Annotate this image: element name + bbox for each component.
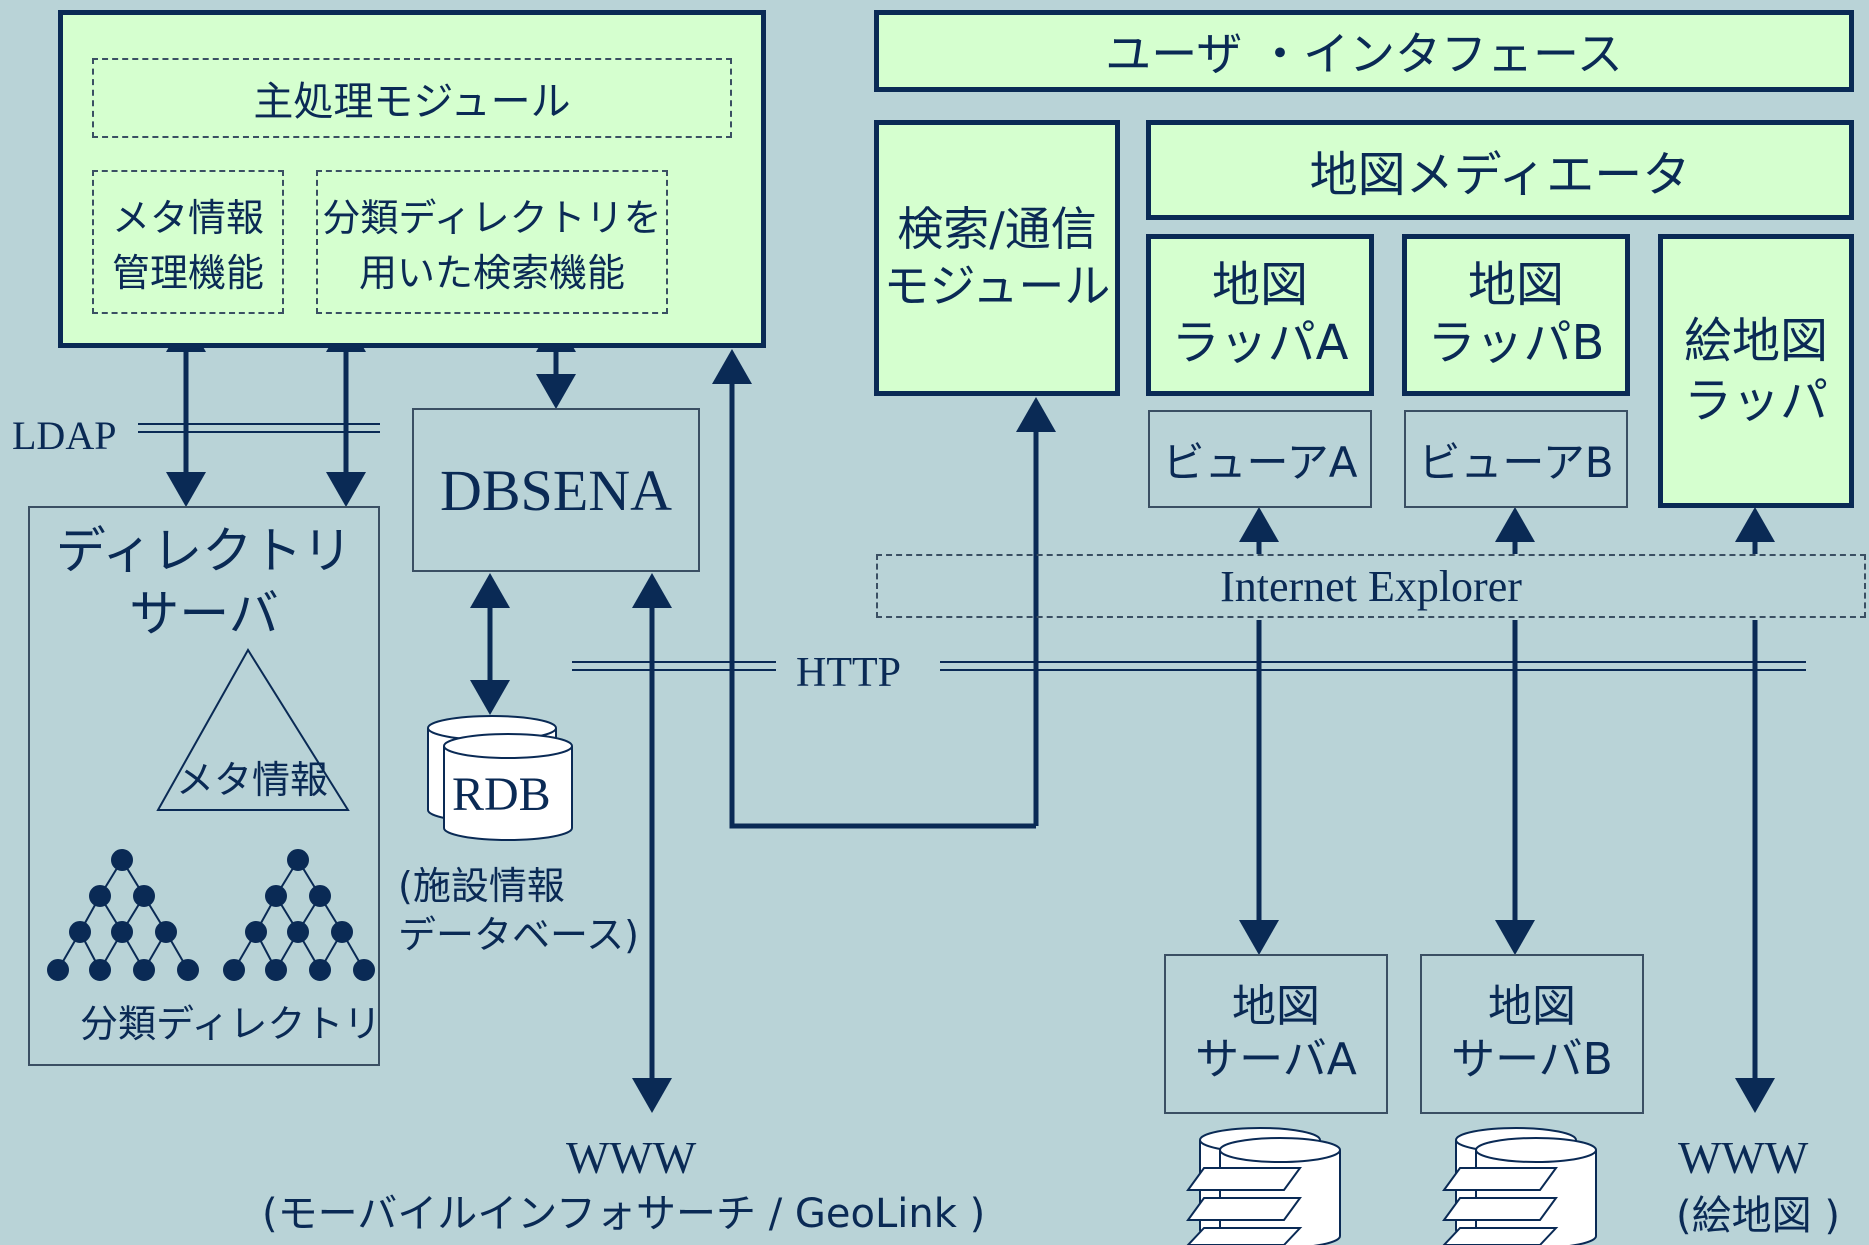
www-picture-line2: (絵地図 ) bbox=[1676, 1193, 1840, 1239]
map-db-b-icon bbox=[1442, 1127, 1597, 1245]
map-wrapper-a: 地図 ラッパA bbox=[1146, 234, 1374, 396]
www-mobile-line1: WWW bbox=[566, 1132, 697, 1183]
ldap-label: LDAP bbox=[12, 413, 117, 458]
meta-mgmt-function: メタ情報 管理機能 bbox=[92, 170, 284, 314]
www-picture-line1: WWW bbox=[1678, 1132, 1809, 1183]
map-server-a: 地図 サーバA bbox=[1164, 954, 1388, 1114]
viewer-a: ビューアA bbox=[1148, 410, 1372, 508]
picture-map-wrapper: 絵地図 ラッパ bbox=[1658, 234, 1854, 508]
internet-explorer-box: Internet Explorer bbox=[876, 554, 1866, 618]
directory-server-title: ディレクトリ サーバ bbox=[55, 522, 353, 643]
user-interface-box: ユーザ ・インタフェース bbox=[874, 10, 1854, 92]
directory-server-box bbox=[28, 506, 380, 1066]
viewer-b: ビューアB bbox=[1404, 410, 1628, 508]
main-module-box bbox=[58, 10, 766, 348]
class-search-function: 分類ディレクトリを 用いた検索機能 bbox=[316, 170, 668, 314]
meta-info-label: メタ情報 bbox=[176, 758, 329, 802]
map-db-a-icon bbox=[1186, 1127, 1341, 1245]
map-wrapper-b: 地図 ラッパB bbox=[1402, 234, 1630, 396]
search-comm-module: 検索/通信 モジュール bbox=[874, 120, 1120, 396]
facility-db-label: (施設情報 データベース) bbox=[398, 864, 639, 958]
rdb-label: RDB bbox=[452, 768, 551, 821]
map-server-b: 地図 サーバB bbox=[1420, 954, 1644, 1114]
main-module-title: 主処理モジュール bbox=[92, 58, 732, 138]
www-mobile-line2: (モーバイルインフォサーチ / GeoLink ) bbox=[262, 1191, 986, 1237]
http-label: HTTP bbox=[796, 650, 901, 696]
class-directory-label: 分類ディレクトリ bbox=[80, 1002, 382, 1046]
map-mediator-box: 地図メディエータ bbox=[1146, 120, 1854, 220]
dbsena-box: DBSENA bbox=[412, 408, 700, 572]
